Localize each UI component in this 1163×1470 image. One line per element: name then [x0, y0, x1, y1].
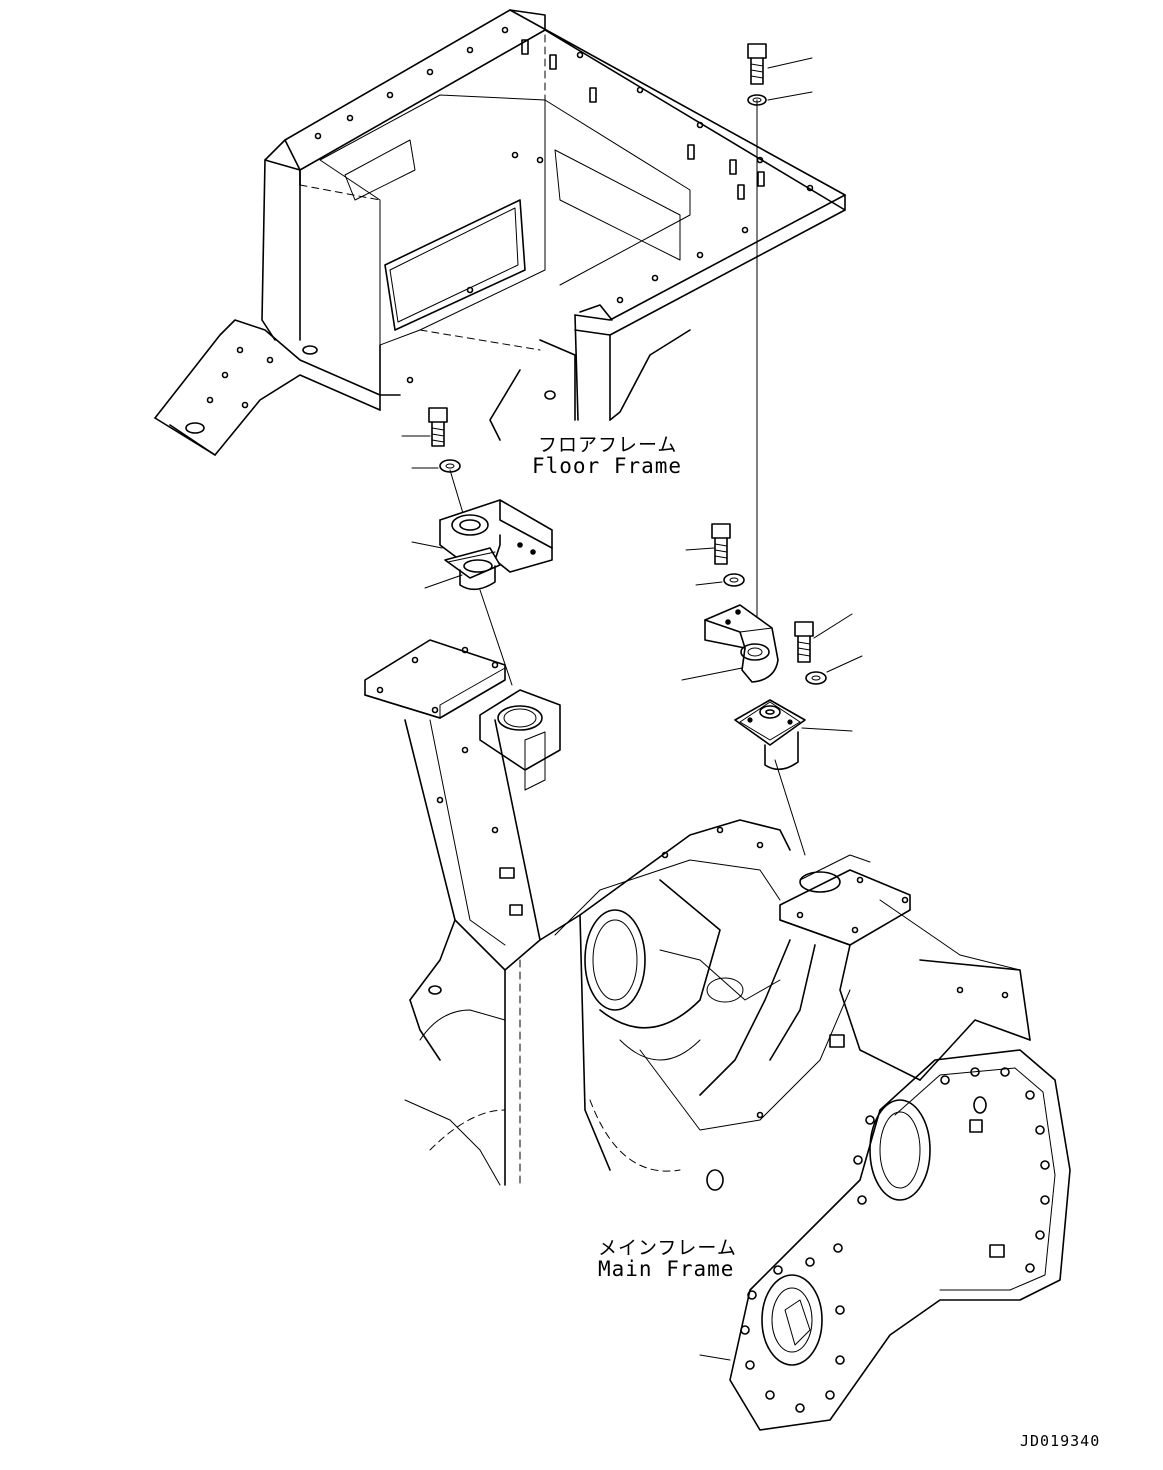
- washer: [805, 671, 827, 685]
- right-engine-mount-bracket: [704, 604, 779, 683]
- floor-frame: [154, 9, 846, 456]
- bolt: [428, 407, 448, 447]
- floor-frame-label-en: Floor Frame: [532, 454, 683, 478]
- washer: [747, 94, 767, 106]
- left-engine-mount-bracket: [439, 499, 553, 573]
- drawing-code: JD019340: [1020, 1432, 1101, 1450]
- main-frame-flange-holes: [740, 1067, 1050, 1413]
- main-frame-holes: [376, 646, 1009, 1119]
- bolt: [794, 621, 814, 663]
- washer: [439, 459, 461, 473]
- left-rubber-damper: [444, 547, 501, 591]
- bolt: [747, 43, 767, 85]
- bolt: [711, 523, 731, 565]
- floor-frame-holes: [206, 26, 814, 409]
- main-frame-label-en: Main Frame: [598, 1257, 735, 1281]
- main-frame-label-jp: メインフレーム: [598, 1237, 737, 1259]
- right-rubber-damper: [734, 699, 806, 771]
- floor-frame-studs: [521, 39, 765, 200]
- washer: [723, 573, 745, 587]
- main-frame: [364, 639, 1071, 1431]
- main-frame-bolts: [499, 867, 1005, 1258]
- floor-frame-label-jp: フロアフレーム: [538, 434, 678, 456]
